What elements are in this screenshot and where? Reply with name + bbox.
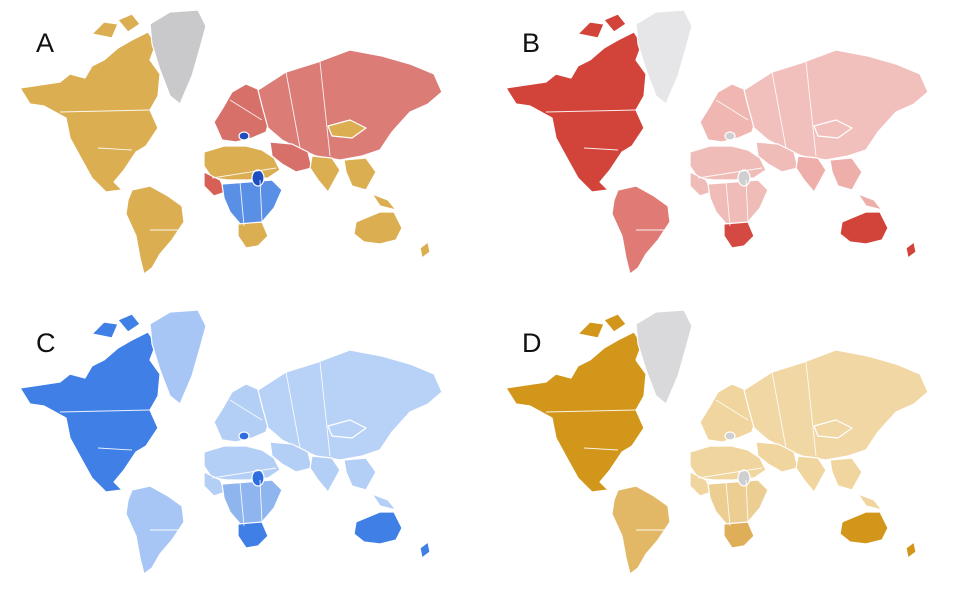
southeast-asia-region [343, 457, 397, 511]
mongolia-region [813, 419, 853, 439]
map-panel-a: A [0, 0, 485, 299]
new-zealand-region [419, 241, 431, 259]
north-america-region [505, 31, 647, 193]
russia-asia-region [257, 349, 443, 461]
india-region [309, 155, 341, 193]
new-zealand-region [905, 541, 917, 559]
west-africa-region [203, 471, 227, 497]
west-africa-region [689, 171, 713, 197]
highlighted-country [251, 469, 265, 487]
new-zealand-region [419, 541, 431, 559]
middle-east-region [755, 141, 799, 173]
central-africa-region [221, 179, 283, 227]
highlighted-country [737, 469, 751, 487]
canadian-arctic-islands [91, 313, 141, 339]
australia-region [839, 211, 889, 245]
greenland-region [149, 309, 207, 405]
north-africa-region [203, 445, 281, 481]
canadian-arctic-islands [91, 13, 141, 39]
southern-africa-region [237, 521, 269, 549]
india-region [309, 455, 341, 493]
world-map [19, 309, 443, 575]
central-africa-region [707, 179, 769, 227]
southeast-asia-region [343, 157, 397, 211]
southern-africa-region [723, 221, 755, 249]
map-panel-b: B [486, 0, 971, 299]
world-map [505, 9, 929, 275]
new-zealand-region [905, 241, 917, 259]
panel-label: B [522, 28, 541, 58]
north-america-region [19, 331, 161, 493]
russia-asia-region [257, 49, 443, 161]
australia-region [353, 211, 403, 245]
middle-east-region [269, 141, 313, 173]
highlighted-country [724, 131, 736, 141]
southeast-asia-region [829, 457, 883, 511]
panel-label: C [36, 328, 56, 358]
north-america-region [505, 331, 647, 493]
mongolia-region [327, 419, 367, 439]
central-africa-region [221, 479, 283, 527]
middle-east-region [269, 441, 313, 473]
southern-africa-region [723, 521, 755, 549]
country-borders [545, 61, 817, 231]
north-africa-region [203, 145, 281, 181]
russia-asia-region [743, 49, 929, 161]
map-panel-c: C [0, 300, 485, 599]
world-map [19, 9, 443, 275]
canadian-arctic-islands [577, 13, 627, 39]
panel-label: D [522, 328, 542, 358]
map-panel-d: D [486, 300, 971, 599]
canadian-arctic-islands [577, 313, 627, 339]
middle-east-region [755, 441, 799, 473]
highlighted-country [238, 131, 250, 141]
north-america-region [19, 31, 161, 193]
north-africa-region [689, 145, 767, 181]
mongolia-region [813, 119, 853, 139]
highlighted-country [251, 169, 265, 187]
australia-region [839, 511, 889, 545]
greenland-region [635, 9, 693, 105]
india-region [795, 455, 827, 493]
india-region [795, 155, 827, 193]
southern-africa-region [237, 221, 269, 249]
panel-label: A [36, 28, 55, 58]
mongolia-region [327, 119, 367, 139]
greenland-region [149, 9, 207, 105]
highlighted-country [737, 169, 751, 187]
world-map [505, 309, 929, 575]
greenland-region [635, 309, 693, 405]
central-africa-region [707, 479, 769, 527]
west-africa-region [689, 471, 713, 497]
west-africa-region [203, 171, 227, 197]
country-borders [545, 361, 817, 531]
russia-asia-region [743, 349, 929, 461]
highlighted-country [238, 431, 250, 441]
north-africa-region [689, 445, 767, 481]
country-borders [59, 361, 331, 531]
southeast-asia-region [829, 157, 883, 211]
highlighted-country [724, 431, 736, 441]
country-borders [59, 61, 331, 231]
australia-region [353, 511, 403, 545]
